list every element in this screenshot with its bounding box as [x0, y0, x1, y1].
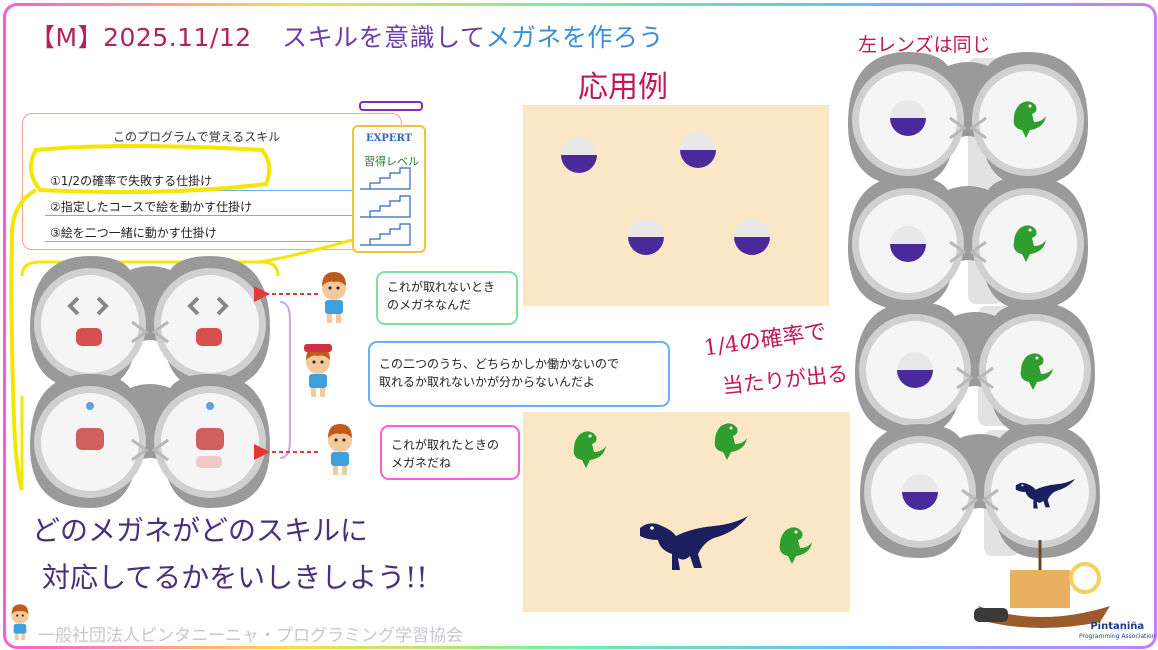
pirate-ship-illustration	[974, 540, 1110, 628]
bubble-top: これが取れないとき のメガネなんだ	[376, 271, 518, 325]
bubble-bottom-line1: これが取れたときの	[391, 438, 500, 452]
note-bottom-line2: 対応してるかをいしきしよう!!	[42, 561, 428, 594]
skills-header: このプログラムで覚えるスキル	[113, 130, 281, 144]
panel-dinos	[523, 412, 850, 612]
glasses-right-4	[858, 422, 1102, 560]
skills-box: このプログラムで覚えるスキル ①1/2の確率で失敗する仕掛け ②指定したコースで…	[22, 113, 402, 250]
skill-rule-2	[45, 215, 385, 216]
footer-mascot-icon	[11, 604, 29, 641]
skill-level-card: EXPERT 習得レベル	[352, 125, 426, 253]
highlight-brace	[9, 188, 38, 491]
level-label: 習得レベル	[364, 155, 419, 168]
kid-boy-icon	[322, 272, 346, 323]
highlight-bracket	[20, 260, 280, 486]
glasses-fail-top	[28, 254, 272, 392]
note-bottom-line1: どのメガネがどのスキルに	[32, 514, 369, 547]
skill-item-1: ①1/2の確率で失敗する仕掛け	[50, 174, 213, 188]
panel-orbs	[523, 105, 829, 306]
level-bars-icon	[360, 167, 411, 246]
level-title: EXPERT	[366, 133, 413, 144]
logo-subtitle: Programming Association	[1079, 633, 1156, 640]
title-part2: メガネを作ろう	[485, 23, 664, 52]
bubble-top-line1: これが取れないとき	[387, 280, 496, 294]
orb-1	[561, 137, 597, 173]
note-same-left-lens: 左レンズは同じ	[858, 34, 991, 56]
logo: Pintaniña Programming Association	[1079, 622, 1156, 642]
skill-item-2: ②指定したコースで絵を動かす仕掛け	[50, 200, 253, 214]
glasses-success-bottom	[28, 372, 272, 510]
orb-4	[734, 219, 770, 255]
bubble-middle: この二つのうち、どちらかしか働かないので 取れるか取れないかが分からないんだよ	[368, 341, 670, 407]
skill-item-3: ③絵を二つ一緒に動かす仕掛け	[50, 226, 217, 240]
highlight-skill-1	[28, 144, 272, 194]
title-prefix: 【M】2025.11/12	[30, 23, 252, 52]
bracket-line	[279, 301, 291, 459]
title-part1: スキルを意識して	[282, 23, 486, 52]
logo-name: Pintaniña	[1090, 621, 1145, 632]
bubble-bottom-line2: メガネだね	[391, 456, 452, 470]
bubble-top-line2: のメガネなんだ	[387, 298, 472, 312]
bubble-middle-line1: この二つのうち、どちらかしか働かないので	[379, 357, 620, 371]
highlight-connector	[259, 238, 353, 264]
orb-3	[628, 219, 664, 255]
bubble-middle-line2: 取れるか取れないかが分からないんだよ	[379, 375, 596, 389]
note-application: 応用例	[578, 70, 668, 105]
orb-2	[680, 132, 716, 168]
top-tab	[359, 101, 423, 111]
skill-rule-3	[45, 241, 385, 242]
glasses-right-3	[853, 300, 1097, 438]
kid-teacher-icon	[304, 344, 332, 397]
bubble-bottom: これが取れたときの メガネだね	[380, 425, 520, 480]
page-title: 【M】2025.11/12 スキルを意識してメガネを作ろう	[30, 18, 664, 54]
kid-girl-icon	[328, 424, 352, 475]
footer-organization: 一般社団法人ピンタニーニャ・プログラミング学習協会	[38, 626, 463, 646]
